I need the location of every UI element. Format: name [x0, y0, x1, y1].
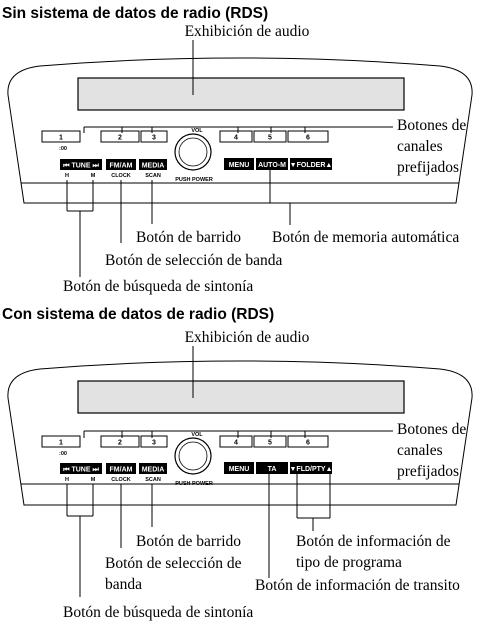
media-button[interactable]: MEDIA	[139, 159, 167, 170]
section2-band-label-line1: Botón de selección de	[105, 555, 242, 572]
media-button[interactable]: MEDIA	[139, 463, 167, 474]
volume-knob[interactable]	[174, 133, 212, 171]
section1-scan-label: Botón de barrido	[136, 229, 241, 246]
preset-button-5[interactable]: 5	[253, 130, 287, 143]
colon00-label: :00	[59, 146, 67, 152]
section1-heading: Sin sistema de datos de radio (RDS)	[2, 5, 268, 22]
menu-button[interactable]: MENU	[224, 462, 254, 474]
audio-display-screen	[77, 77, 405, 111]
svg-text:5: 5	[268, 440, 272, 447]
fmam-button[interactable]: FM/AM	[106, 159, 136, 170]
section2-heading: Con sistema de datos de radio (RDS)	[2, 306, 274, 323]
svg-text:5: 5	[268, 135, 272, 142]
preset-button-5[interactable]: 5	[253, 435, 287, 448]
scan-label: SCAN	[145, 173, 161, 179]
svg-text:6: 6	[306, 135, 310, 142]
svg-text:⏮ TUNE ⏭: ⏮ TUNE ⏭	[63, 467, 99, 474]
preset-button-4[interactable]: 4	[219, 435, 253, 448]
colon00-label: :00	[59, 451, 67, 457]
preset-button-4[interactable]: 4	[219, 130, 253, 143]
section2-band-label-line2: banda	[105, 576, 142, 593]
section1-display-label: Exhibición de audio	[185, 23, 310, 40]
svg-text:FM/AM: FM/AM	[110, 467, 133, 474]
radio-panel-1: 1 2 3 4 5 6 :00 VOL PUSH POWER ⏮ TUNE ⏭ …	[7, 57, 473, 204]
preset-button-1[interactable]: 1	[41, 130, 81, 143]
m-label: M	[91, 477, 96, 483]
leader-lines-2	[66, 346, 393, 597]
svg-text:4: 4	[234, 440, 238, 447]
push-power-label: PUSH POWER	[175, 177, 213, 183]
preset-button-6[interactable]: 6	[287, 435, 329, 448]
svg-text:MEDIA: MEDIA	[142, 163, 165, 170]
section2-ta-label: Botón de información de transito	[255, 577, 460, 594]
preset-button-3[interactable]: 3	[140, 435, 168, 448]
svg-text:2: 2	[118, 440, 122, 447]
fmam-button[interactable]: FM/AM	[106, 463, 136, 474]
volume-knob[interactable]	[174, 437, 212, 475]
clock-label: CLOCK	[111, 477, 131, 483]
vol-label: VOL	[191, 128, 203, 134]
svg-text:FM/AM: FM/AM	[110, 163, 133, 170]
section2-scan-label: Botón de barrido	[136, 533, 241, 550]
svg-text:6: 6	[306, 440, 310, 447]
section1-tune-label: Botón de búsqueda de sintonía	[63, 278, 253, 295]
section2-tune-label: Botón de búsqueda de sintonía	[63, 604, 253, 621]
preset-button-2[interactable]: 2	[100, 130, 140, 143]
section1-auto-memory-label: Botón de memoria automática	[272, 229, 459, 246]
svg-text:2: 2	[118, 135, 122, 142]
menu-button[interactable]: MENU	[224, 158, 254, 170]
preset-button-6[interactable]: 6	[287, 130, 329, 143]
svg-text:4: 4	[234, 135, 238, 142]
svg-text:TA: TA	[268, 466, 277, 473]
fld-pty-button[interactable]: ▼FLD/PTY▲	[289, 462, 333, 474]
section2-display-label: Exhibición de audio	[185, 329, 310, 346]
radio-panel-2: 1 2 3 4 5 6 :00 VOL PUSH POWER ⏮ TUNE ⏭ …	[7, 360, 473, 506]
svg-text:1: 1	[59, 135, 63, 142]
svg-text:MEDIA: MEDIA	[142, 467, 165, 474]
svg-text:MENU: MENU	[229, 162, 250, 169]
clock-label: CLOCK	[111, 173, 131, 179]
auto-memory-button[interactable]: AUTO-M	[256, 158, 288, 170]
volume-knob-inner	[178, 441, 208, 471]
scan-label: SCAN	[145, 477, 161, 483]
vol-label: VOL	[191, 432, 203, 438]
preset-button-3[interactable]: 3	[140, 130, 168, 143]
section1-preset-label-line2: canales	[397, 138, 443, 155]
svg-text:▼FOLDER▲: ▼FOLDER▲	[290, 162, 333, 169]
m-label: M	[91, 173, 96, 179]
svg-text:AUTO-M: AUTO-M	[258, 162, 286, 169]
section2-pty-label-line2: tipo de programa	[296, 554, 402, 571]
svg-text:1: 1	[59, 440, 63, 447]
tune-button[interactable]: ⏮ TUNE ⏭	[60, 159, 102, 170]
h-label: H	[65, 173, 69, 179]
preset-button-1[interactable]: 1	[41, 435, 81, 448]
section2-preset-label-line2: canales	[397, 442, 443, 459]
svg-text:⏮ TUNE ⏭: ⏮ TUNE ⏭	[63, 163, 99, 170]
tune-button[interactable]: ⏮ TUNE ⏭	[60, 463, 102, 474]
preset-button-2[interactable]: 2	[100, 435, 140, 448]
svg-text:3: 3	[152, 440, 156, 447]
svg-text:▼FLD/PTY▲: ▼FLD/PTY▲	[289, 466, 332, 473]
section1-band-label: Botón de selección de banda	[105, 252, 282, 269]
section2-preset-label-line3: prefijados	[397, 463, 459, 480]
svg-text:3: 3	[152, 135, 156, 142]
panel-housing	[7, 360, 473, 506]
folder-button[interactable]: ▼FOLDER▲	[290, 158, 333, 170]
section2-pty-label-line1: Botón de información de	[296, 533, 451, 550]
section1-preset-label-line3: prefijados	[397, 159, 459, 176]
svg-text:MENU: MENU	[229, 466, 250, 473]
volume-knob-inner	[178, 137, 208, 167]
leader-lines-1	[66, 40, 393, 277]
h-label: H	[65, 477, 69, 483]
section2-preset-label-line1: Botones de	[397, 421, 466, 438]
audio-display-screen	[77, 380, 405, 414]
section1-preset-label-line1: Botones de	[397, 117, 466, 134]
ta-button[interactable]: TA	[256, 462, 288, 474]
panel-housing	[7, 57, 473, 204]
push-power-label: PUSH POWER	[175, 481, 213, 487]
